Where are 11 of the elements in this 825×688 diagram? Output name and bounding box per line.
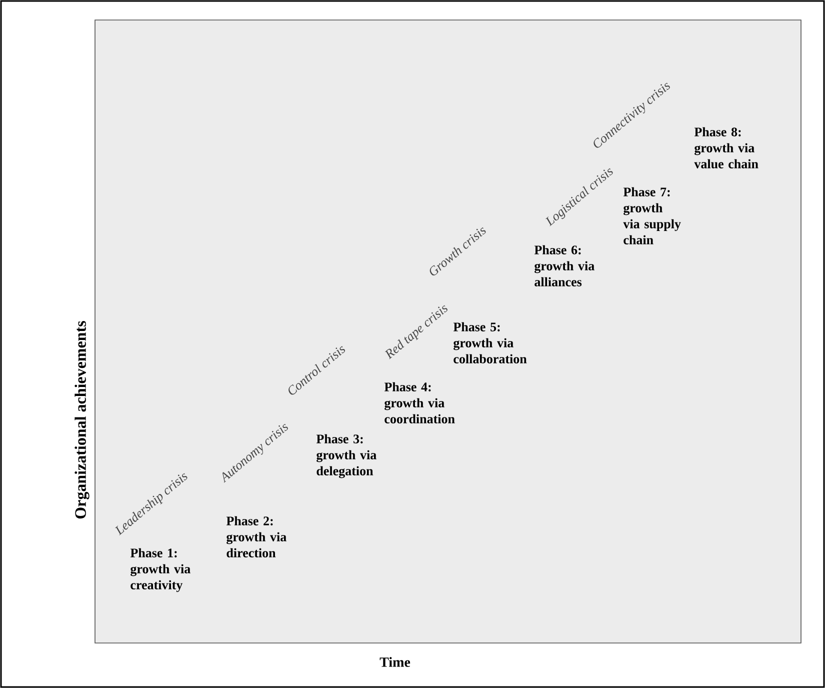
phase-label: Phase 5: growth via collaboration <box>453 322 527 364</box>
phase-label: Phase 7: growth via supply chain <box>623 187 681 244</box>
crisis-label: Red tape crisis <box>384 305 448 360</box>
axis-label: Time <box>380 657 410 667</box>
phase-label: Phase 2: growth via direction <box>226 516 286 558</box>
axis-label: Organizational achievements <box>74 321 90 519</box>
phase-label: Phase 4: growth via coordination <box>384 382 455 424</box>
phase-label: Phase 3: growth via delegation <box>316 434 376 478</box>
phase-label: Phase 6: growth via alliances <box>534 245 594 286</box>
phase-label: Phase 1: growth via creativity <box>130 548 190 592</box>
phase-label: Phase 8: growth via value chain <box>694 127 758 168</box>
